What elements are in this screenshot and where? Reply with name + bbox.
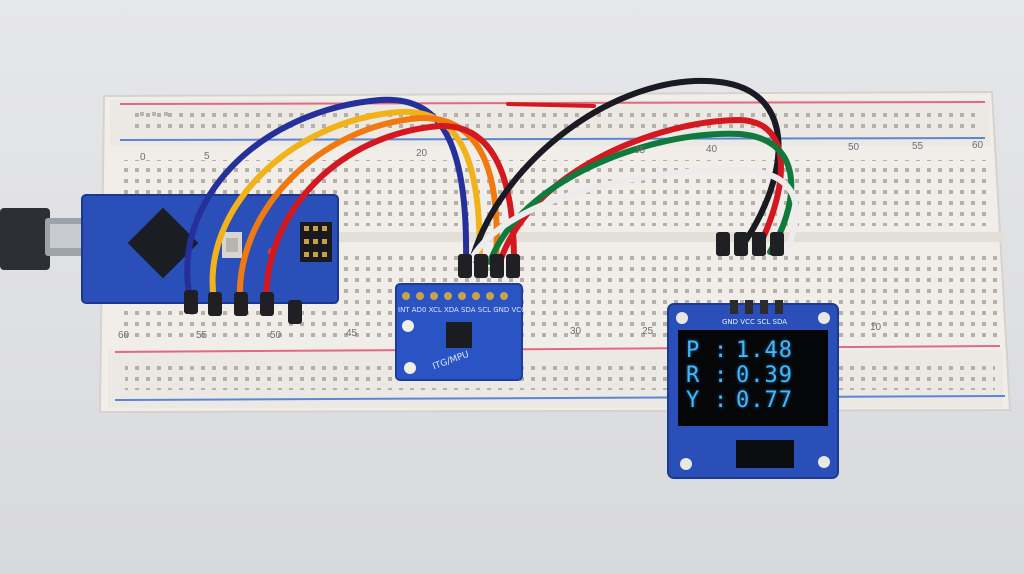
col-number: 60 (118, 330, 130, 341)
axis-separator: : (714, 388, 729, 413)
axis-label: P (686, 338, 701, 363)
oled-row-roll: R : 0.39 (686, 363, 826, 388)
col-number: 60 (972, 140, 984, 151)
wire-connectors (184, 232, 784, 324)
oled-row-yaw: Y : 0.77 (686, 388, 826, 413)
col-number: 30 (570, 326, 582, 337)
col-number: 0 (140, 152, 146, 163)
col-number: 55 (912, 141, 924, 152)
col-number: 40 (706, 144, 718, 155)
mpu-sensor-board (395, 283, 523, 381)
axis-label: Y (686, 388, 701, 413)
col-number: 10 (870, 322, 882, 333)
col-number: 50 (848, 142, 860, 153)
axis-separator: : (714, 338, 729, 363)
col-number: 55 (196, 330, 208, 341)
axis-value: 0.77 (736, 388, 793, 413)
oled-row-pitch: P : 1.48 (686, 338, 826, 363)
col-number: 20 (416, 148, 428, 159)
oled-readout: P : 1.48 R : 0.39 Y : 0.77 (686, 338, 826, 413)
oled-module (667, 300, 839, 479)
axis-value: 1.48 (736, 338, 793, 363)
axis-value: 0.39 (736, 363, 793, 388)
col-number: 25 (642, 326, 654, 337)
axis-label: R (686, 363, 701, 388)
axis-separator: : (714, 363, 729, 388)
holes-top-rail (130, 108, 980, 134)
sensor-pin-labels: INT AD0 XCL XDA SDA SCL GND VCC (398, 306, 527, 314)
col-number: 5 (204, 151, 210, 162)
oled-pin-header: GND VCC SCL SDA (722, 318, 788, 326)
holes-bottom-rail (125, 360, 995, 390)
col-number: 50 (270, 330, 282, 341)
jumper-wires (184, 77, 800, 303)
col-number: 45 (346, 328, 358, 339)
col-number: 35 (634, 145, 646, 156)
